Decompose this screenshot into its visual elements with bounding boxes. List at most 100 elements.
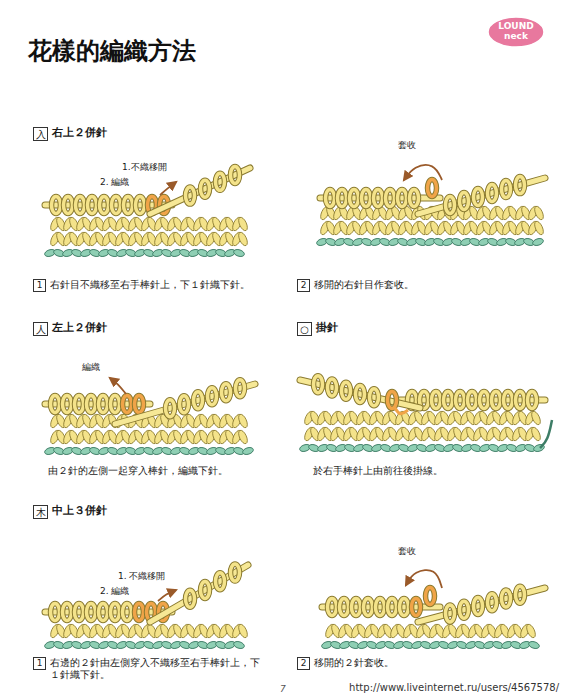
needle-loop (492, 392, 501, 409)
step-caption: 由２針的左側一起穿入棒針，編織下針。 (48, 465, 228, 477)
needle-loop (186, 590, 195, 607)
needle-loop (124, 197, 133, 214)
needle-loop (216, 573, 225, 590)
direction-arrow (110, 378, 126, 394)
needle-loop (340, 599, 349, 616)
page-number: 7 (280, 684, 286, 695)
needle-loop (516, 586, 525, 603)
section-heading: 右上２併針 (52, 126, 107, 140)
needle-loop (446, 605, 455, 622)
needle-loop (87, 396, 96, 413)
step-number: 2 (301, 281, 307, 291)
needle-loop (356, 386, 365, 403)
knit-stitch (525, 623, 537, 639)
needle-loop (136, 197, 145, 214)
needle-loop (340, 599, 349, 616)
needle-loop (88, 197, 97, 214)
needle-loop (516, 392, 525, 409)
step-caption: 右邊的２針由左側穿入不織移至右手棒針上，下１針織下針。 (50, 657, 265, 681)
step-label: 1. 不織移開 (118, 571, 165, 582)
needle-loop (231, 564, 240, 581)
needle-loop (432, 392, 441, 409)
needle-loop (64, 197, 73, 214)
needle-loop (480, 392, 489, 409)
needle-loop (99, 604, 108, 621)
step-caption: 於右手棒針上由前往後掛線。 (313, 465, 443, 477)
needle-loop (488, 185, 497, 202)
needle-loop (468, 392, 477, 409)
needle-loop (386, 190, 395, 207)
needle-loop (456, 392, 465, 409)
needle-loop (231, 166, 240, 183)
step-number-box: 2 (297, 657, 310, 670)
needle-loop (194, 392, 203, 409)
section-heading: 中上３併針 (52, 504, 107, 518)
needle-loop (386, 190, 395, 207)
step-label: 1.不織移開 (122, 162, 167, 173)
needle-loop (76, 197, 85, 214)
section-heading: 掛針 (316, 321, 338, 335)
chart-symbol: 人 (36, 324, 46, 335)
needle-loop (194, 392, 203, 409)
needle-loop (63, 604, 72, 621)
needle-loop (328, 379, 337, 396)
step-number: 2 (301, 659, 307, 669)
needle-loop (446, 196, 455, 213)
knit-stitch (533, 205, 545, 221)
chart-symbol: ○ (300, 324, 309, 335)
direction-arrow (404, 165, 442, 180)
needle-loop (135, 396, 144, 413)
needle-loop (428, 180, 437, 197)
needle-loop (480, 392, 489, 409)
needle-loop (111, 604, 120, 621)
direction-arrow (406, 570, 442, 588)
needle-loop (502, 590, 511, 607)
knit-stitch (237, 231, 249, 247)
needle-loop (216, 173, 225, 190)
step-number: 1 (37, 281, 43, 291)
knit-stitch (237, 413, 249, 429)
needle-loop (446, 605, 455, 622)
needle-loop (488, 185, 497, 202)
needle-loop (111, 396, 120, 413)
needle-loop (488, 594, 497, 611)
working-yarn (395, 408, 408, 414)
needle-loop (51, 396, 60, 413)
needle-loop (216, 173, 225, 190)
needle-loop (166, 400, 175, 417)
needle-loop (99, 396, 108, 413)
needle-loop (516, 177, 525, 194)
needle-loop (444, 392, 453, 409)
direction-arrow (158, 590, 176, 601)
needle-loop (456, 392, 465, 409)
needle-loop (112, 197, 121, 214)
needle-loop (88, 197, 97, 214)
needle-loop (474, 188, 483, 205)
needle-loop (502, 181, 511, 198)
needle-loop (63, 396, 72, 413)
needle-loop (528, 392, 537, 409)
needle-loop (432, 392, 441, 409)
needle-loop (123, 604, 132, 621)
needle-loop (87, 604, 96, 621)
needle-loop (201, 180, 210, 197)
knit-stitch (533, 220, 545, 236)
needle-loop (362, 190, 371, 207)
needle-loop (328, 599, 337, 616)
needle-loop (342, 382, 351, 399)
needle-loop (474, 597, 483, 614)
needle-loop (468, 392, 477, 409)
needle-loop (400, 599, 409, 616)
needle-loop (208, 388, 217, 405)
needle-loop (166, 400, 175, 417)
needle-loop (370, 389, 379, 406)
needle-loop (99, 396, 108, 413)
needle-loop (222, 384, 231, 401)
needle-loop (136, 197, 145, 214)
needle-loop (328, 599, 337, 616)
chart-symbol: 木 (36, 507, 46, 518)
needle-loop (99, 604, 108, 621)
badge-oval (488, 17, 544, 47)
needle-loop (516, 392, 525, 409)
step-number-box: 1 (33, 279, 46, 292)
